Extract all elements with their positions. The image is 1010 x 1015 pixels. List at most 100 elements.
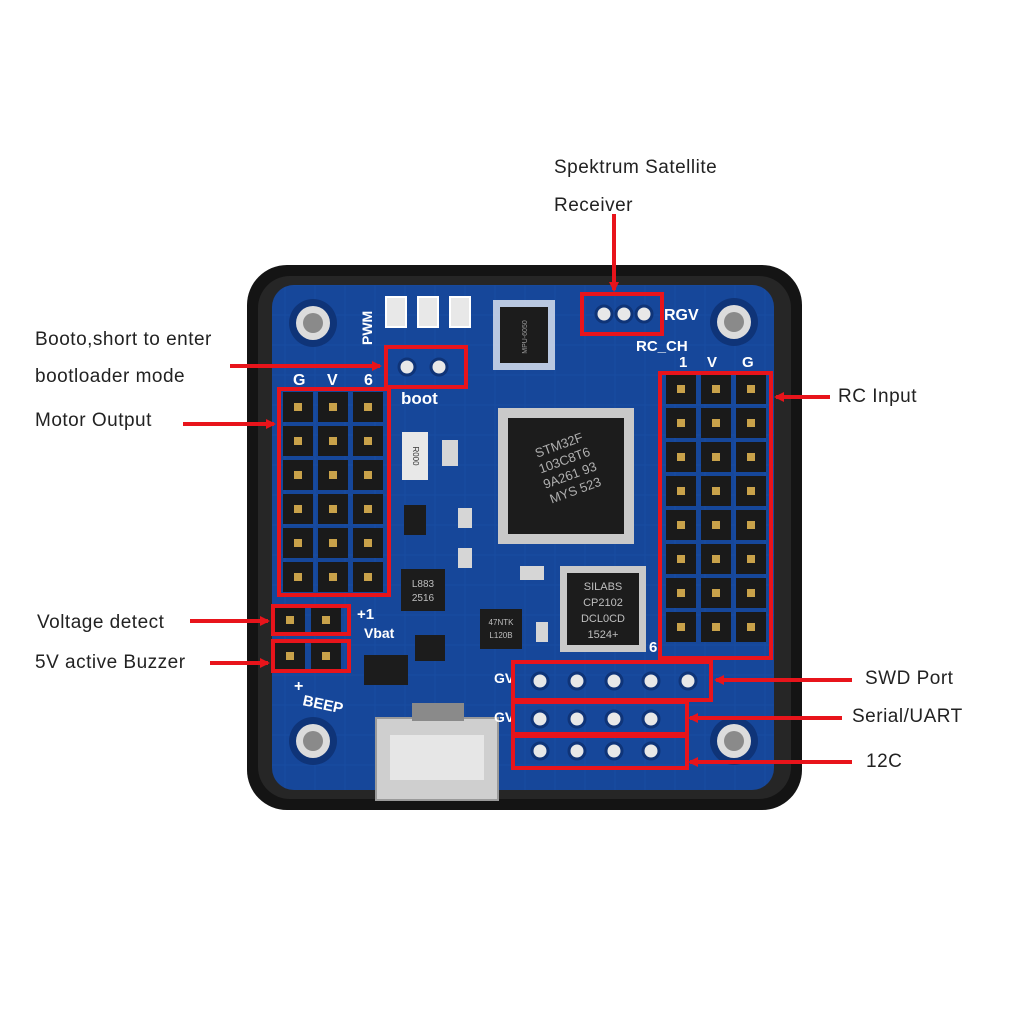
rc-pin xyxy=(666,374,696,404)
imu-chip: MPU-6050 xyxy=(493,300,555,370)
serial-pin xyxy=(604,709,624,729)
motor-pin xyxy=(318,392,348,422)
imu-chip-text: MPU-6050 xyxy=(522,320,529,354)
highlight-boxes xyxy=(271,292,773,770)
motor-pin xyxy=(353,494,383,524)
regulator-chip: L883 2516 xyxy=(401,569,445,611)
uart-chip: SILABS CP2102 DCL0CD 1524+ xyxy=(560,566,646,652)
boot-label: boot xyxy=(401,389,438,408)
mounting-hole-top-right xyxy=(710,298,758,346)
i2c-pin xyxy=(641,741,661,761)
motor-pin xyxy=(283,528,313,558)
boot-pin xyxy=(429,357,449,377)
buzzer-label: 5V active Buzzer xyxy=(35,652,186,673)
rc-pin xyxy=(736,442,766,472)
mounting-hole-bottom-left xyxy=(289,717,337,765)
boot-label-line1: Booto,short to enter xyxy=(35,329,212,350)
plus-one-label: +1 xyxy=(357,606,374,623)
rc-pin xyxy=(736,510,766,540)
motor-pin xyxy=(283,460,313,490)
boot-pin xyxy=(397,357,417,377)
i2c-pin xyxy=(530,741,550,761)
rc-ch-label: RC_CH xyxy=(636,338,688,355)
serial-pin xyxy=(567,709,587,729)
pwm-leds xyxy=(385,296,471,328)
motor-output-label: Motor Output xyxy=(35,410,152,431)
spektrum-label-line2: Receiver xyxy=(554,195,633,216)
small-smd-parts xyxy=(442,440,548,642)
rc-pin xyxy=(736,612,766,642)
rc-v-label: V xyxy=(707,354,717,371)
motor-pin xyxy=(353,528,383,558)
spektrum-pin xyxy=(614,304,634,324)
serial-uart-label: Serial/UART xyxy=(852,706,963,727)
motor-pin xyxy=(318,426,348,456)
motor-pin xyxy=(318,494,348,524)
mounting-hole-top-left xyxy=(289,299,337,347)
vbat-pin xyxy=(311,605,341,635)
svg-text:L883: L883 xyxy=(412,579,435,590)
buzzer-pin xyxy=(275,641,305,671)
transistor xyxy=(364,505,445,685)
resistor-component: R000 xyxy=(402,432,428,480)
swd-port-label: SWD Port xyxy=(865,668,954,689)
micro-usb-connector xyxy=(375,703,499,801)
motor-pin xyxy=(283,392,313,422)
motor-pin xyxy=(283,426,313,456)
gv2-label: GV xyxy=(494,709,515,725)
svg-text:1524+: 1524+ xyxy=(588,629,619,641)
g-label: G xyxy=(293,372,305,389)
six-right-label: 6 xyxy=(649,639,657,656)
boot-label-line2: bootloader mode xyxy=(35,366,186,387)
pwm-label: PWM xyxy=(359,311,375,345)
motor-pin xyxy=(353,392,383,422)
rc-pin xyxy=(666,510,696,540)
motor-pin xyxy=(318,562,348,592)
motor-pin xyxy=(353,460,383,490)
svg-text:R000: R000 xyxy=(411,446,420,466)
swd-pin xyxy=(567,671,587,691)
i2c-label: 12C xyxy=(866,751,903,772)
silkscreen: PWM G V 6 boot RGV RC_CH 1 V G +1 Vbat +… xyxy=(293,307,754,725)
rc-pin xyxy=(701,612,731,642)
vbat-label: Vbat xyxy=(364,625,395,641)
small-chip: 47NTK L120B xyxy=(480,609,522,649)
spektrum-pin xyxy=(634,304,654,324)
motor-pin xyxy=(318,528,348,558)
rc-pin xyxy=(701,510,731,540)
spektrum-pin xyxy=(594,304,614,324)
rc-pin xyxy=(666,408,696,438)
buzzer-box xyxy=(271,639,351,673)
rc-pin xyxy=(701,442,731,472)
i2c-pin xyxy=(604,741,624,761)
motor-pin xyxy=(283,562,313,592)
buzzer-pin xyxy=(311,641,341,671)
rc-pin xyxy=(736,476,766,506)
motor-pin xyxy=(283,494,313,524)
rc-pin xyxy=(736,374,766,404)
spektrum-label-line1: Spektrum Satellite xyxy=(554,157,718,178)
svg-text:CP2102: CP2102 xyxy=(583,597,623,609)
motor-pin xyxy=(353,562,383,592)
vbat-pin xyxy=(275,605,305,635)
rc-pin xyxy=(701,476,731,506)
v-label: V xyxy=(327,372,338,389)
svg-text:L120B: L120B xyxy=(489,631,512,640)
rc-pin xyxy=(701,544,731,574)
annotation-arrows xyxy=(183,214,852,767)
rc-pin xyxy=(666,442,696,472)
rc-pin xyxy=(701,374,731,404)
mounting-hole-bottom-right xyxy=(710,717,758,765)
rc-pin xyxy=(736,544,766,574)
rc-pin xyxy=(666,612,696,642)
plus-label: + xyxy=(294,678,303,695)
rc-one-label: 1 xyxy=(679,354,687,371)
svg-text:DCL0CD: DCL0CD xyxy=(581,613,625,625)
gv1-label: GV xyxy=(494,670,515,686)
rgv-label: RGV xyxy=(664,307,699,324)
spektrum-box xyxy=(580,292,664,336)
swd-pin xyxy=(641,671,661,691)
serial-pin xyxy=(530,709,550,729)
rc-input-box xyxy=(658,371,773,660)
